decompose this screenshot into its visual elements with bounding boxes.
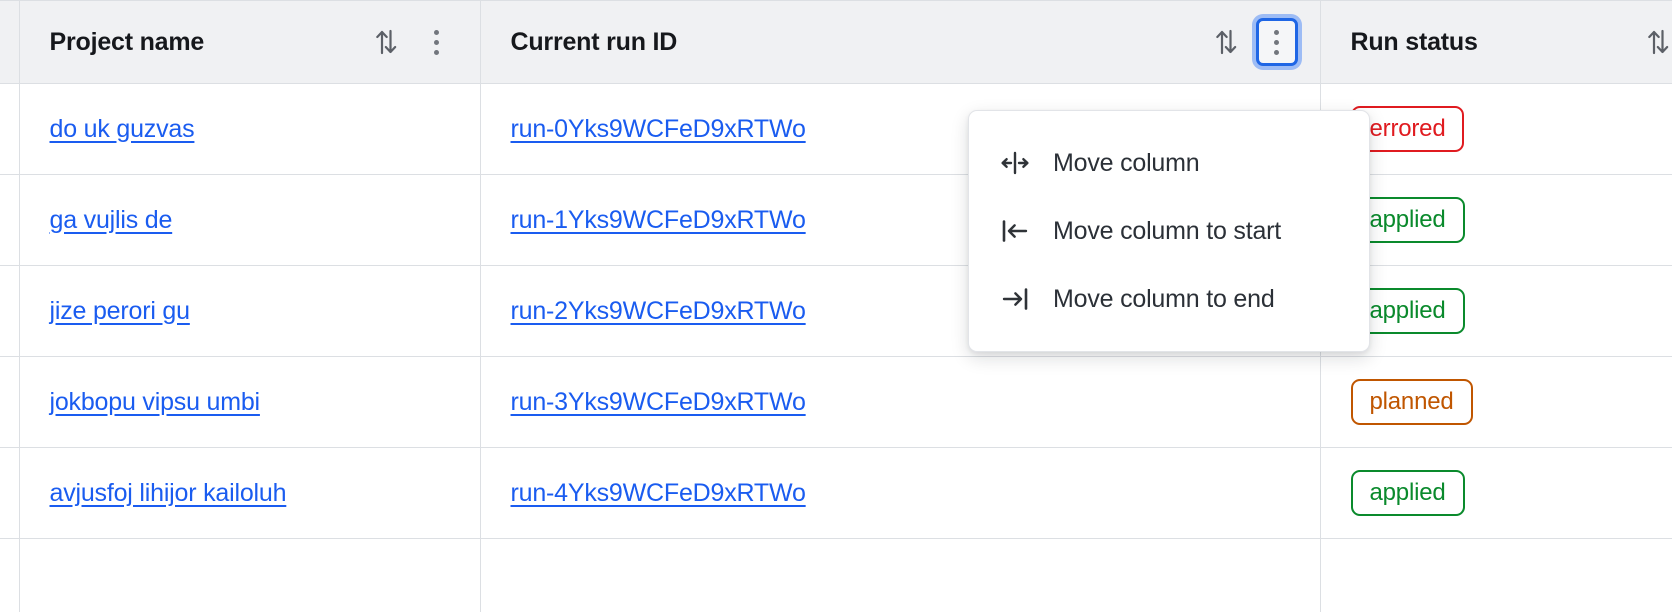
run-id-link[interactable]: run-2Yks9WCFeD9xRTWo — [510, 296, 806, 325]
project-name-cell: jokbopu vipsu umbi — [19, 356, 481, 448]
row-select-cell[interactable] — [0, 265, 20, 357]
column-header-current-run-id: Current run ID — [480, 0, 1321, 84]
table-row: ga vujlis de run-1Yks9WCFeD9xRTWo applie… — [0, 174, 1672, 266]
project-name-cell: do uk guzvas — [19, 83, 481, 175]
row-select-cell[interactable] — [0, 174, 20, 266]
column-header-label: Current run ID — [510, 27, 678, 56]
status-badge: errored — [1350, 106, 1465, 152]
status-badge: applied — [1350, 470, 1465, 516]
project-name-cell: ga vujlis de — [19, 174, 481, 266]
project-name-link[interactable]: avjusfoj lihijor kailoluh — [49, 478, 287, 507]
table-row: jize perori gu run-2Yks9WCFeD9xRTWo appl… — [0, 265, 1672, 357]
run-status-cell: errored — [1320, 83, 1672, 175]
run-status-cell: applied — [1320, 265, 1672, 357]
move-column-icon — [999, 148, 1031, 178]
menu-item-label: Move column to end — [1053, 284, 1275, 313]
project-name-cell: avjusfoj lihijor kailoluh — [19, 447, 481, 539]
run-id-cell: run-3Yks9WCFeD9xRTWo — [480, 356, 1321, 448]
kebab-menu-button-current-run-id[interactable] — [1255, 18, 1298, 66]
project-name-link[interactable]: do uk guzvas — [49, 114, 195, 143]
status-badge: planned — [1350, 379, 1473, 425]
sort-updown-icon-button-run-status[interactable] — [1638, 22, 1672, 62]
project-name-link[interactable]: ga vujlis de — [49, 205, 173, 234]
run-id-link[interactable]: run-4Yks9WCFeD9xRTWo — [510, 478, 806, 507]
run-id-cell — [480, 538, 1321, 612]
column-header-label: Run status — [1350, 27, 1478, 56]
row-select-header — [0, 0, 20, 84]
table-row: jokbopu vipsu umbi run-3Yks9WCFeD9xRTWo … — [0, 356, 1672, 448]
menu-item-label: Move column to start — [1053, 216, 1282, 245]
sort-updown-icon — [375, 29, 396, 55]
project-name-cell — [19, 538, 481, 612]
move-to-start-icon — [999, 216, 1031, 246]
table-row — [0, 538, 1672, 612]
row-select-cell[interactable] — [0, 356, 20, 448]
run-id-link[interactable]: run-0Yks9WCFeD9xRTWo — [510, 114, 806, 143]
run-id-link[interactable]: run-3Yks9WCFeD9xRTWo — [510, 387, 806, 416]
row-select-cell[interactable] — [0, 538, 20, 612]
move-to-end-icon — [999, 284, 1031, 314]
table-row: do uk guzvas run-0Yks9WCFeD9xRTWo errore… — [0, 83, 1672, 175]
table-body: do uk guzvas run-0Yks9WCFeD9xRTWo errore… — [0, 83, 1672, 612]
run-status-cell: applied — [1320, 447, 1672, 539]
row-select-cell[interactable] — [0, 83, 20, 175]
column-header-label: Project name — [49, 27, 205, 56]
kebab-menu-icon — [434, 29, 439, 55]
sort-updown-icon — [1215, 29, 1236, 55]
row-select-cell[interactable] — [0, 447, 20, 539]
run-status-cell — [1320, 538, 1672, 612]
column-context-menu: Move column Move column to start Move co… — [968, 110, 1370, 352]
kebab-menu-icon — [1274, 29, 1279, 55]
run-id-link[interactable]: run-1Yks9WCFeD9xRTWo — [510, 205, 806, 234]
project-name-link[interactable]: jokbopu vipsu umbi — [49, 387, 261, 416]
sort-updown-icon-button-current-run-id[interactable] — [1206, 22, 1246, 62]
table-row: avjusfoj lihijor kailoluh run-4Yks9WCFeD… — [0, 447, 1672, 539]
column-header-project-name: Project name — [19, 0, 481, 84]
run-status-cell: planned — [1320, 356, 1672, 448]
run-id-cell: run-4Yks9WCFeD9xRTWo — [480, 447, 1321, 539]
menu-item-label: Move column — [1053, 148, 1200, 177]
menu-item-move-column-to-start[interactable]: Move column to start — [969, 197, 1369, 265]
sort-updown-icon — [1647, 29, 1668, 55]
menu-item-move-column-to-end[interactable]: Move column to end — [969, 265, 1369, 333]
column-header-run-status: Run status — [1320, 0, 1672, 84]
menu-item-move-column[interactable]: Move column — [969, 129, 1369, 197]
sort-updown-icon-button-project-name[interactable] — [366, 22, 406, 62]
run-status-cell: applied — [1320, 174, 1672, 266]
table-header-row: Project name — [0, 0, 1672, 84]
project-name-cell: jize perori gu — [19, 265, 481, 357]
kebab-menu-button-project-name[interactable] — [416, 18, 458, 66]
project-name-link[interactable]: jize perori gu — [49, 296, 191, 325]
table-header: Project name — [0, 0, 1672, 84]
